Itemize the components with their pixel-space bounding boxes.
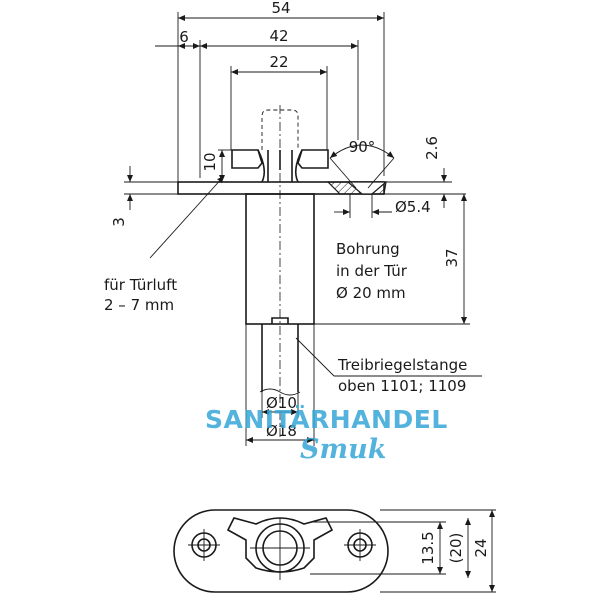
dim-plate-height: 24 (472, 538, 490, 557)
dim-wing-height-lines (218, 149, 232, 182)
dim-hole-spacing: 42 (269, 27, 288, 45)
dim-plate-thickness: 3 (110, 217, 128, 227)
note-rod-line2: oben 1101; 1109 (338, 377, 466, 395)
dim-pin-diameter: Ø10 (266, 394, 297, 412)
watermark-line2: Smuk (300, 434, 386, 465)
plate-plan-view (173, 509, 389, 593)
note-bore-line3: Ø 20 mm (336, 284, 406, 302)
dim-hole-diameter-lines (334, 194, 392, 218)
note-rod-line1: Treibriegelstange (337, 356, 467, 374)
dim-diameters-lines (245, 324, 315, 446)
dim-plate-thickness-lines (124, 166, 178, 210)
note-bore-line2: in der Tür (336, 262, 408, 280)
dim-body-diameter: Ø18 (266, 422, 297, 440)
dim-total-width: 54 (271, 0, 290, 17)
dim-wing-height: 10 (201, 152, 219, 171)
dim-body-length: 37 (443, 248, 461, 267)
drive-rod-leader (295, 337, 482, 377)
note-door-gap-line1: für Türluft (104, 276, 177, 294)
watermark-line1: SANITÄRHANDEL (205, 404, 448, 434)
dim-plate-mid: (20) (447, 533, 465, 564)
dim-left-offset: 6 (179, 28, 189, 46)
door-gap-leader (149, 175, 225, 259)
note-bore-line1: Bohrung (336, 240, 400, 258)
plate-dimension-lines (310, 509, 496, 593)
dim-countersink-angle: 90° (349, 138, 376, 156)
dim-hole-diameter: Ø5.4 (395, 198, 431, 216)
dim-body-length-lines (314, 194, 470, 325)
dim-wing-width: 22 (269, 53, 288, 71)
note-door-gap-line2: 2 – 7 mm (104, 296, 174, 314)
dim-plate-depth: 2.6 (423, 136, 441, 160)
angle-90-indicator (329, 144, 395, 189)
dim-plate-small: 13.5 (419, 531, 437, 564)
dim-plate-depth-lines (384, 168, 466, 208)
top-dimension-lines (155, 12, 385, 190)
